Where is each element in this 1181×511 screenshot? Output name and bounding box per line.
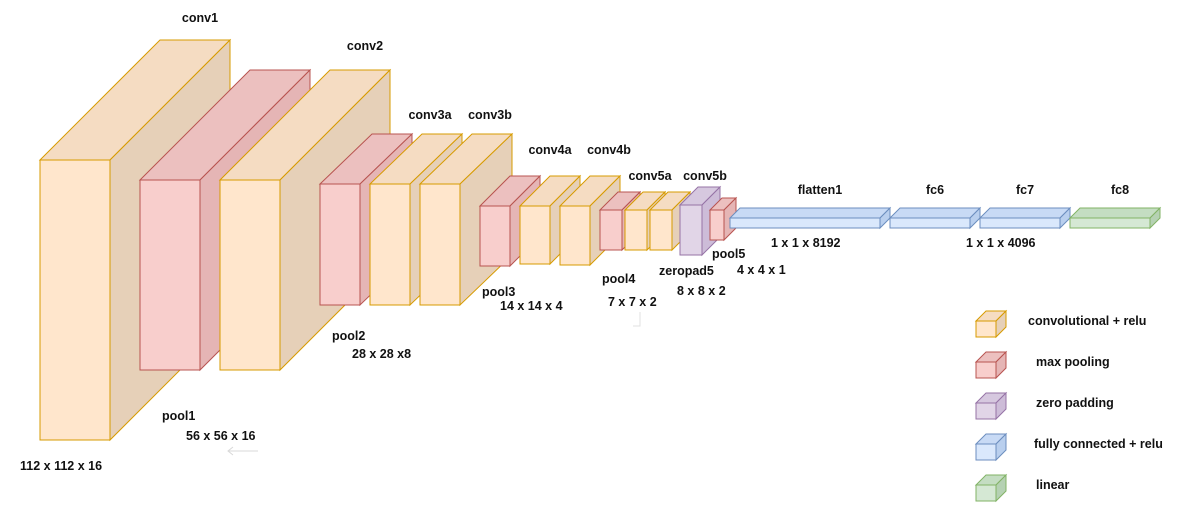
dim-label-pool5: 4 x 4 x 1 <box>737 263 786 277</box>
legend-label-conv: convolutional + relu <box>1028 314 1146 328</box>
legend-swatch-pad <box>974 391 1008 421</box>
legend-entry-lin: linear <box>974 473 1069 503</box>
layer-name-conv4b: conv4b <box>587 143 631 157</box>
layer-blocks <box>38 38 1162 442</box>
legend-swatch-conv <box>974 309 1008 339</box>
layer-block-conv1-front-face <box>39 159 111 441</box>
layer-name-fc8: fc8 <box>1111 183 1129 197</box>
layer-block-conv4a-front-face <box>519 205 551 265</box>
legend-label-lin: linear <box>1036 478 1069 492</box>
legend: convolutional + relu max pooling zero padd… <box>974 309 1163 503</box>
legend-swatch-conv-front-face <box>975 320 997 338</box>
layer-name-conv1: conv1 <box>182 11 218 25</box>
layer-name-flatten1: flatten1 <box>798 183 843 197</box>
layer-block-fc7 <box>978 206 1072 230</box>
layer-name-fc6: fc6 <box>926 183 944 197</box>
faint-connector-icon <box>633 312 641 327</box>
layer-name-conv5a: conv5a <box>628 169 672 183</box>
legend-entry-conv: convolutional + relu <box>974 309 1146 339</box>
layer-block-fc6-front-face <box>889 217 971 229</box>
layer-block-fc6-top-face <box>888 207 982 219</box>
legend-swatch-pool <box>974 350 1008 380</box>
layer-block-pool4-front-face <box>599 209 623 251</box>
layer-block-pool3-front-face <box>479 205 511 267</box>
dim-label-flatten1: 1 x 1 x 8192 <box>771 236 841 250</box>
layer-name-conv4a: conv4a <box>528 143 572 157</box>
legend-swatch-lin-front-face <box>975 484 997 502</box>
layer-name-conv2: conv2 <box>347 39 383 53</box>
layer-block-fc8-top-face <box>1068 207 1162 219</box>
layer-block-conv2-front-face <box>219 179 281 371</box>
legend-entry-pool: max pooling <box>974 350 1110 380</box>
dim-label-pool3: 14 x 14 x 4 <box>500 299 563 313</box>
layer-block-fc8 <box>1068 206 1162 230</box>
layer-block-conv4b-front-face <box>559 205 591 266</box>
layer-block-pool2-front-face <box>319 183 361 306</box>
layer-block-fc7-front-face <box>979 217 1061 229</box>
layer-block-zeropad5-front-face <box>679 204 703 256</box>
legend-entry-fc: fully connected + relu <box>974 432 1163 462</box>
dimension-labels: 112 x 112 x 16 56 x 56 x 16 28 x 28 x8 14 x… <box>20 236 1036 473</box>
layer-block-pool5-front-face <box>709 209 725 241</box>
layer-name-pool2: pool2 <box>332 329 365 343</box>
dim-label-fc7: 1 x 1 x 4096 <box>966 236 1036 250</box>
layer-name-pool5: pool5 <box>712 247 745 261</box>
legend-label-fc: fully connected + relu <box>1034 437 1163 451</box>
legend-swatch-pad-front-face <box>975 402 997 420</box>
layer-name-zeropad5: zeropad5 <box>659 264 714 278</box>
layer-block-conv3b-front-face <box>419 183 461 306</box>
layer-block-conv5a-front-face <box>624 209 648 251</box>
layer-block-flatten1-top-face <box>728 207 892 219</box>
dim-label-pool4: 7 x 7 x 2 <box>608 295 657 309</box>
legend-label-pad: zero padding <box>1036 396 1114 410</box>
layer-block-fc6 <box>888 206 982 230</box>
legend-swatch-fc <box>974 432 1008 462</box>
layer-name-conv3b: conv3b <box>468 108 512 122</box>
layer-name-pool3: pool3 <box>482 285 515 299</box>
layer-block-flatten1-front-face <box>729 217 881 229</box>
layer-name-conv3a: conv3a <box>408 108 452 122</box>
layer-names: conv1 pool1 conv2 pool2 conv3a conv3b pool3 con… <box>162 11 1129 423</box>
layer-block-fc7-top-face <box>978 207 1072 219</box>
layer-name-conv5b: conv5b <box>683 169 727 183</box>
dim-label-pool1: 56 x 56 x 16 <box>186 429 256 443</box>
legend-entry-pad: zero padding <box>974 391 1114 421</box>
legend-swatch-fc-front-face <box>975 443 997 461</box>
legend-label-pool: max pooling <box>1036 355 1110 369</box>
dim-label-conv1: 112 x 112 x 16 <box>20 459 102 473</box>
legend-swatch-lin <box>974 473 1008 503</box>
dim-label-pool2: 28 x 28 x8 <box>352 347 411 361</box>
faint-arrow-icon <box>227 446 258 456</box>
layer-block-conv3a-front-face <box>369 183 411 306</box>
layer-block-fc8-front-face <box>1069 217 1151 229</box>
legend-swatch-pool-front-face <box>975 361 997 379</box>
layer-block-pool1-front-face <box>139 179 201 371</box>
layer-block-conv5b-front-face <box>649 209 673 251</box>
dim-label-zeropad5: 8 x 8 x 2 <box>677 284 726 298</box>
layer-block-flatten1 <box>728 206 892 230</box>
layer-name-pool1: pool1 <box>162 409 195 423</box>
layer-name-fc7: fc7 <box>1016 183 1034 197</box>
layer-block-pool5 <box>708 196 738 242</box>
layer-name-pool4: pool4 <box>602 272 635 286</box>
